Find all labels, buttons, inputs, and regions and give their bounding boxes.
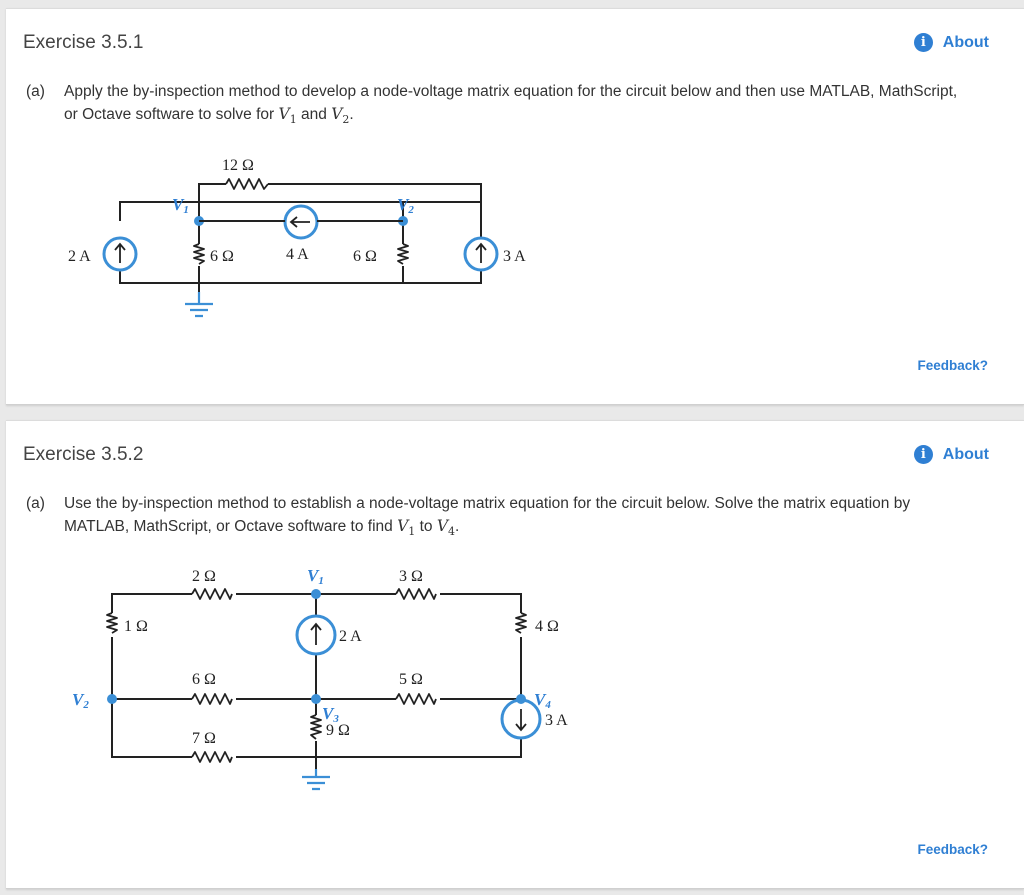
node-v3 bbox=[311, 694, 321, 704]
about-label: About bbox=[942, 33, 989, 51]
math-var-b: V2 bbox=[331, 105, 350, 127]
ground-icon bbox=[302, 769, 330, 791]
question-line-2: MATLAB, MathScript, or Octave software t… bbox=[64, 518, 398, 535]
question-tag: (a) bbox=[26, 495, 45, 512]
label-3-ohm: 3 Ω bbox=[399, 568, 423, 585]
node-v1 bbox=[311, 589, 321, 599]
question-tag: (a) bbox=[26, 83, 45, 100]
label-7-ohm: 7 Ω bbox=[192, 730, 216, 747]
question-end: . bbox=[455, 518, 460, 535]
label-node-v4: V4 bbox=[534, 690, 551, 711]
label-4-ohm: 4 Ω bbox=[535, 618, 559, 635]
resistor-6-ohm bbox=[191, 693, 233, 705]
wire bbox=[198, 183, 482, 202]
feedback-link[interactable]: Feedback? bbox=[917, 842, 988, 857]
arrow-up-icon bbox=[114, 242, 126, 263]
question-text: (a) Use the by-inspection method to estab… bbox=[26, 493, 910, 543]
resistor-2-ohm bbox=[191, 588, 233, 600]
feedback-link[interactable]: Feedback? bbox=[917, 358, 988, 373]
question-line-2: or Octave software to solve for bbox=[64, 106, 279, 123]
math-var-b: V4 bbox=[436, 517, 456, 539]
question-line-1: Apply the by-inspection method to develo… bbox=[64, 83, 958, 100]
wire bbox=[119, 201, 482, 242]
label-6-ohm: 6 Ω bbox=[192, 671, 216, 688]
label-6-ohm-right: 6 Ω bbox=[353, 248, 377, 265]
label-node-v3: V3 bbox=[322, 704, 339, 725]
node-v4 bbox=[516, 694, 526, 704]
label-node-v2: V2 bbox=[397, 195, 414, 216]
label-12-ohm: 12 Ω bbox=[222, 157, 254, 174]
label-2a: 2 A bbox=[68, 248, 91, 265]
label-1-ohm: 1 Ω bbox=[124, 618, 148, 635]
ground-icon bbox=[185, 292, 213, 318]
about-link[interactable]: i About bbox=[913, 445, 989, 464]
arrow-up-icon bbox=[310, 622, 322, 645]
question-text: (a) Apply the by-inspection method to dev… bbox=[26, 81, 957, 131]
wire bbox=[111, 637, 316, 758]
wire bbox=[119, 265, 482, 284]
label-node-v1: V1 bbox=[307, 566, 324, 587]
resistor-7-ohm bbox=[191, 751, 233, 763]
resistor-6-ohm-left bbox=[193, 243, 205, 265]
arrow-down-icon bbox=[515, 709, 527, 732]
arrow-up-icon bbox=[475, 242, 487, 263]
exercise-title: Exercise 3.5.1 bbox=[23, 32, 144, 53]
resistor-6-ohm-right bbox=[397, 243, 409, 265]
arrow-left-icon bbox=[289, 216, 310, 228]
question-end: . bbox=[349, 106, 354, 123]
about-label: About bbox=[942, 445, 989, 463]
label-2-ohm: 2 Ω bbox=[192, 568, 216, 585]
label-3a: 3 A bbox=[503, 248, 526, 265]
label-3a: 3 A bbox=[545, 712, 568, 729]
exercise-title: Exercise 3.5.2 bbox=[23, 444, 144, 465]
info-icon: i bbox=[913, 445, 933, 464]
question-and: and bbox=[296, 106, 332, 123]
resistor-3-ohm bbox=[395, 588, 437, 600]
label-5-ohm: 5 Ω bbox=[399, 671, 423, 688]
exercise-card-1: Exercise 3.5.1 i About (a) Apply the by-i… bbox=[6, 8, 1024, 405]
label-node-v1: V1 bbox=[172, 195, 189, 216]
exercise-card-2: Exercise 3.5.2 i About (a) Use the by-ins… bbox=[6, 420, 1024, 889]
circuit-diagram-1: 12 Ω 6 Ω 6 Ω 2 A 4 A 3 A V1 V2 bbox=[68, 157, 526, 318]
label-2a: 2 A bbox=[339, 628, 362, 645]
label-9-ohm: 9 Ω bbox=[326, 722, 350, 739]
resistor-4-ohm bbox=[515, 612, 527, 634]
label-6-ohm-left: 6 Ω bbox=[210, 248, 234, 265]
circuit-diagram-2: 2 Ω 3 Ω 1 Ω 4 Ω 6 Ω 5 Ω 9 Ω 7 Ω 2 A 3 A … bbox=[72, 566, 568, 791]
math-var-a: V1 bbox=[278, 105, 297, 127]
about-link[interactable]: i About bbox=[913, 33, 989, 52]
resistor-5-ohm bbox=[395, 693, 437, 705]
wire bbox=[316, 637, 522, 758]
math-var-a: V1 bbox=[397, 517, 416, 539]
resistor-12-ohm bbox=[225, 178, 269, 190]
label-4a: 4 A bbox=[286, 246, 309, 263]
resistor-9-ohm bbox=[310, 714, 322, 740]
question-to: to bbox=[415, 518, 437, 535]
resistor-1-ohm bbox=[106, 612, 118, 634]
node-v2 bbox=[107, 694, 117, 704]
info-icon: i bbox=[913, 33, 933, 52]
label-node-v2: V2 bbox=[72, 690, 89, 711]
question-line-1: Use the by-inspection method to establis… bbox=[64, 495, 911, 512]
